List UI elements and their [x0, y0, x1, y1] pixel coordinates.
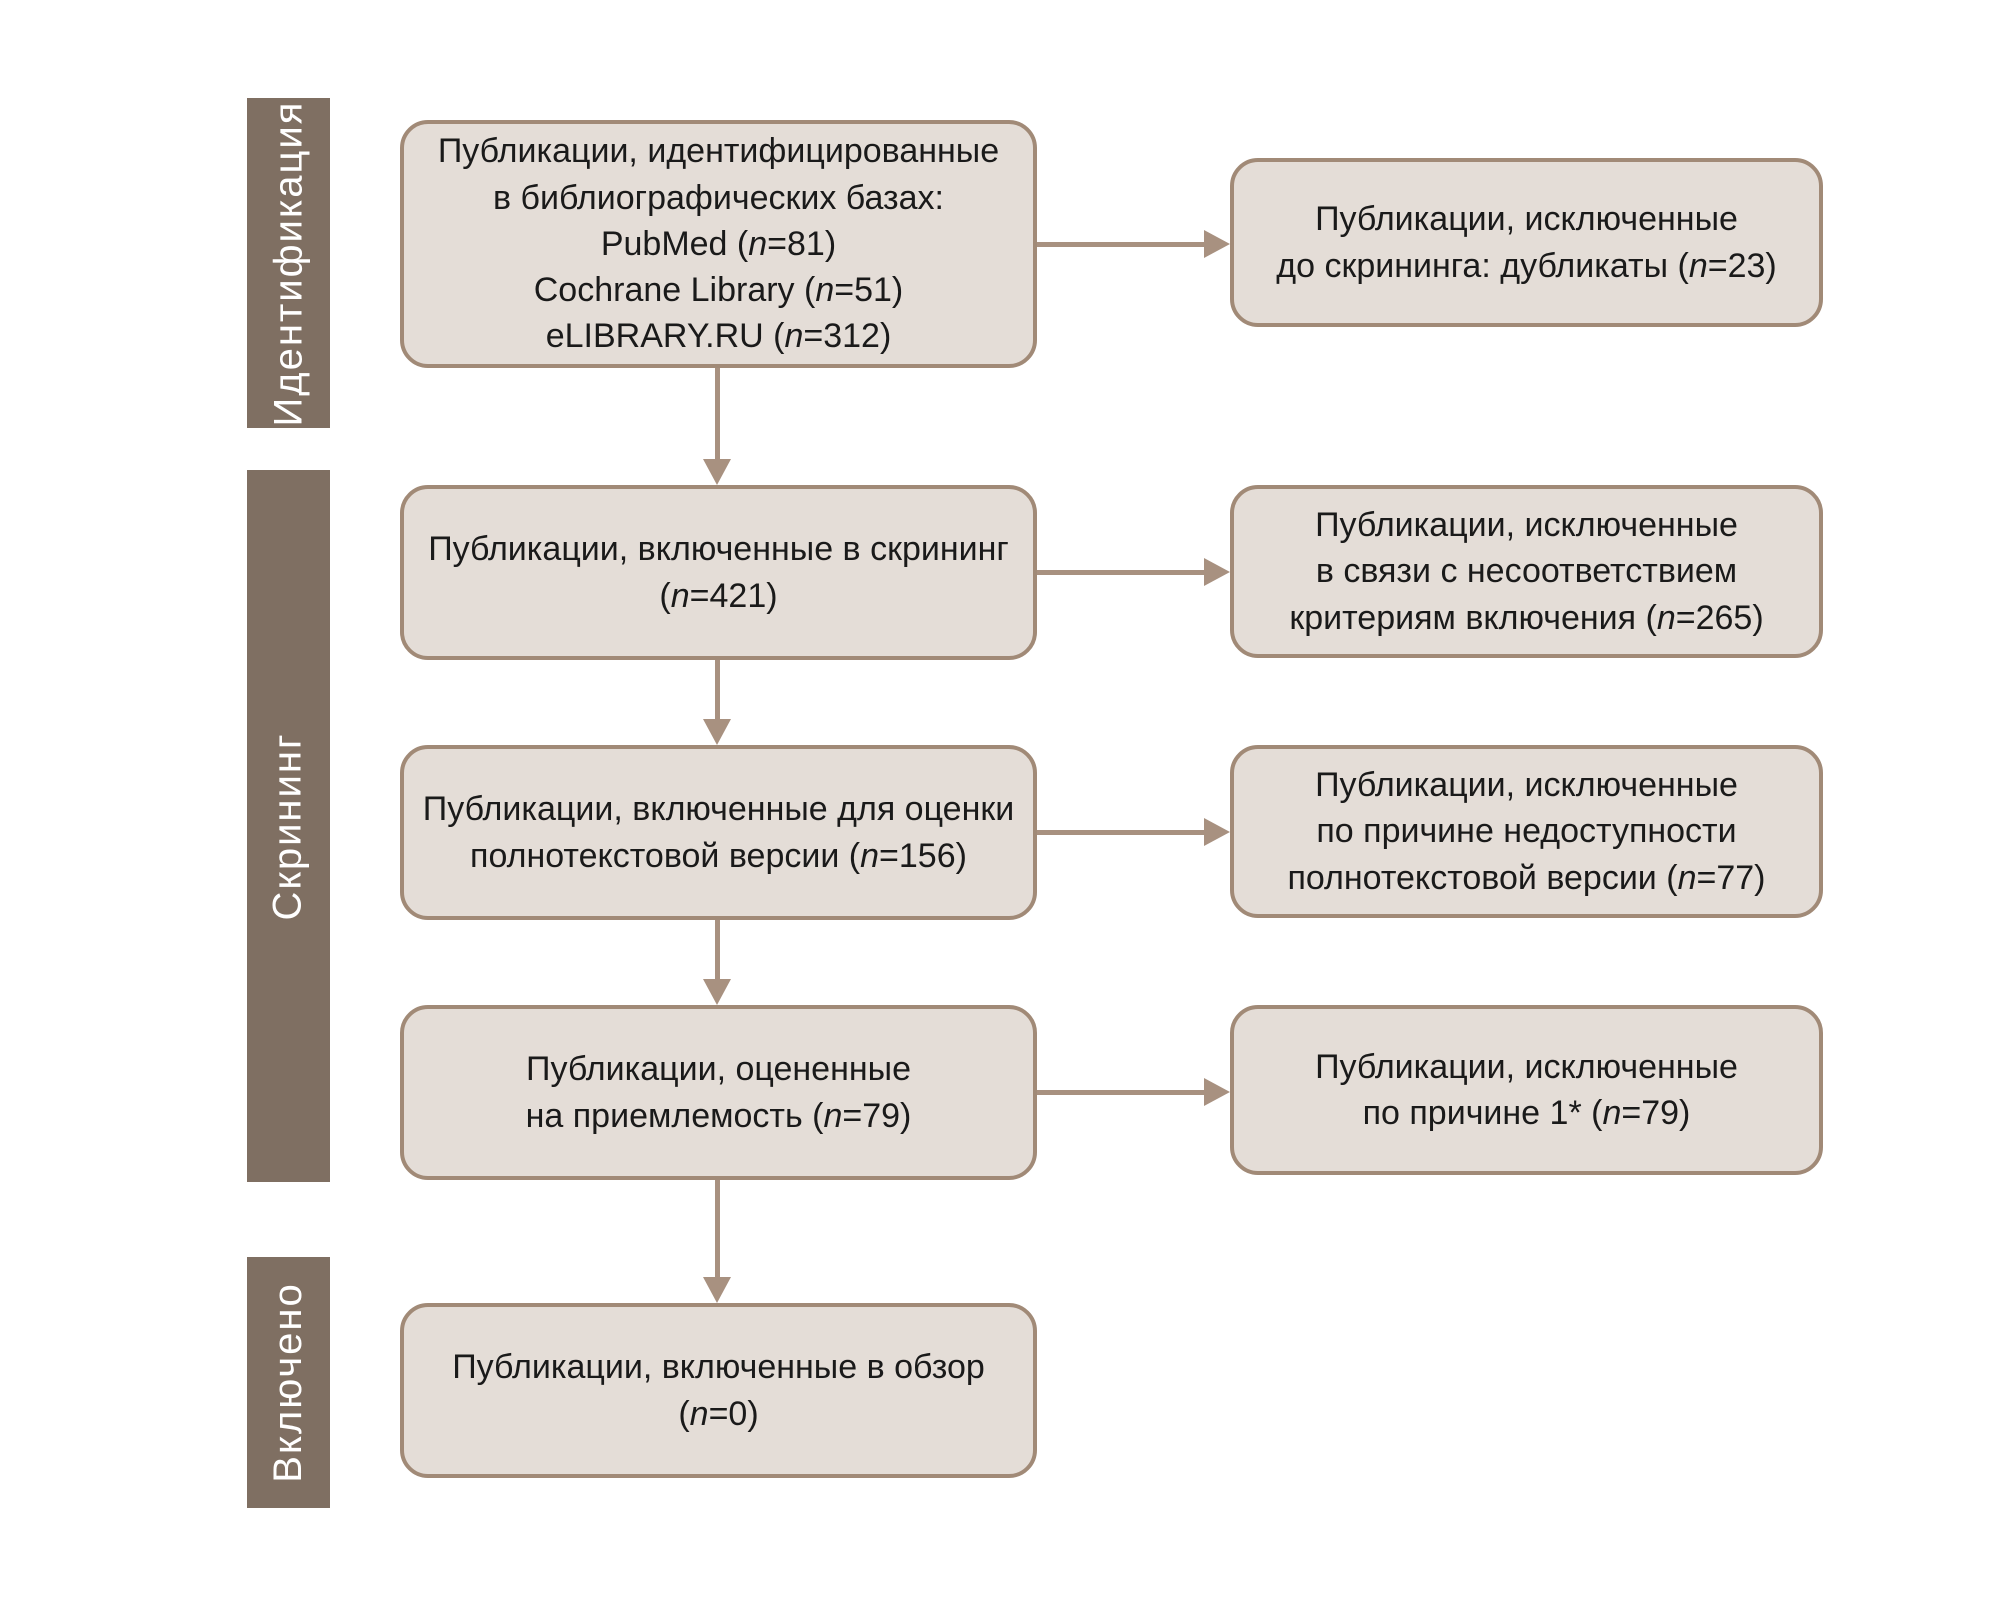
box-text-line: (n=0) [678, 1394, 759, 1433]
box-text-line: PubMed (n=81) [600, 224, 837, 263]
arrow-right-to-excluded-unavailable [1037, 818, 1230, 846]
arrow-down-eligibility-to-included [703, 1180, 731, 1303]
box-text-line: полнотекстовой версии (n=77) [1287, 858, 1766, 897]
box-publications-identified: Публикации, идентифицированные в библиогр… [400, 120, 1037, 368]
box-text-line: на приемлемость (n=79) [525, 1096, 912, 1135]
box-text-line: по причине 1* (n=79) [1362, 1094, 1691, 1132]
arrowhead-right-icon [1204, 230, 1230, 258]
box-text-line: Cochrane Library (n=51) [533, 271, 904, 310]
box-excluded-criteria-mismatch: Публикации, исключенные в связи с несоотв… [1230, 485, 1823, 658]
arrowhead-right-icon [1204, 558, 1230, 586]
arrowhead-right-icon [1204, 1078, 1230, 1106]
box-excluded-reason-1: Публикации, исключенные по причине 1* (n=… [1230, 1005, 1823, 1175]
arrowhead-down-icon [703, 979, 731, 1005]
box-text-line: Публикации, идентифицированные [437, 132, 1000, 171]
stage-bar-identification: Идентификация [247, 98, 330, 428]
box-text-line: полнотекстовой версии (n=156) [470, 836, 967, 875]
arrow-right-to-excluded-duplicates [1037, 230, 1230, 258]
box-text-line: Публикации, исключенные [1315, 1047, 1738, 1086]
box-fulltext-assessed: Публикации, включенные для оценки полноте… [400, 745, 1037, 920]
arrowhead-down-icon [703, 459, 731, 485]
arrow-down-screening-to-fulltext [703, 660, 731, 745]
box-text-line: Публикации, исключенные [1315, 766, 1738, 805]
box-assessed-for-eligibility: Публикации, оцененные на приемлемость (n=… [400, 1005, 1037, 1180]
arrow-down-identified-to-screening [703, 368, 731, 485]
box-text-line: Публикации, включенные для оценки [422, 790, 1015, 829]
box-excluded-duplicates: Публикации, исключенные до скрининга: дуб… [1230, 158, 1823, 327]
box-text-line: в библиографических базах: [493, 178, 944, 217]
stage-label-identification: Идентификация [266, 100, 311, 426]
box-text-line: eLIBRARY.RU (n=312) [545, 317, 892, 356]
box-text-line: Публикации, оцененные [526, 1050, 911, 1089]
arrow-right-to-excluded-reason-1 [1037, 1078, 1230, 1106]
stage-bar-screening: Скрининг [247, 470, 330, 1182]
box-text-line: (n=421) [659, 576, 778, 615]
stage-label-screening: Скрининг [266, 731, 310, 921]
arrowhead-down-icon [703, 719, 731, 745]
box-text-line: критериям включения (n=265) [1289, 598, 1764, 637]
box-text-line: в связи с несоответствием [1315, 552, 1738, 591]
arrow-right-to-excluded-criteria [1037, 558, 1230, 586]
stage-bar-included: Включено [247, 1257, 330, 1508]
arrowhead-down-icon [703, 1277, 731, 1303]
box-text-line: Публикации, исключенные [1315, 506, 1738, 545]
box-text-line: до скрининга: дубликаты (n=23) [1276, 246, 1777, 285]
box-included-in-review: Публикации, включенные в обзор (n=0) [400, 1303, 1037, 1478]
box-text-line: по причине недоступности [1316, 812, 1737, 851]
box-excluded-fulltext-unavailable: Публикации, исключенные по причине недост… [1230, 745, 1823, 918]
box-text-line: Публикации, включенные в обзор [452, 1348, 985, 1387]
box-text-line: Публикации, включенные в скрининг [428, 530, 1009, 569]
arrowhead-right-icon [1204, 818, 1230, 846]
stage-label-included: Включено [266, 1282, 311, 1483]
box-text-line: Публикации, исключенные [1315, 200, 1738, 239]
arrow-down-fulltext-to-eligibility [703, 920, 731, 1005]
box-included-in-screening: Публикации, включенные в скрининг (n=421) [400, 485, 1037, 660]
